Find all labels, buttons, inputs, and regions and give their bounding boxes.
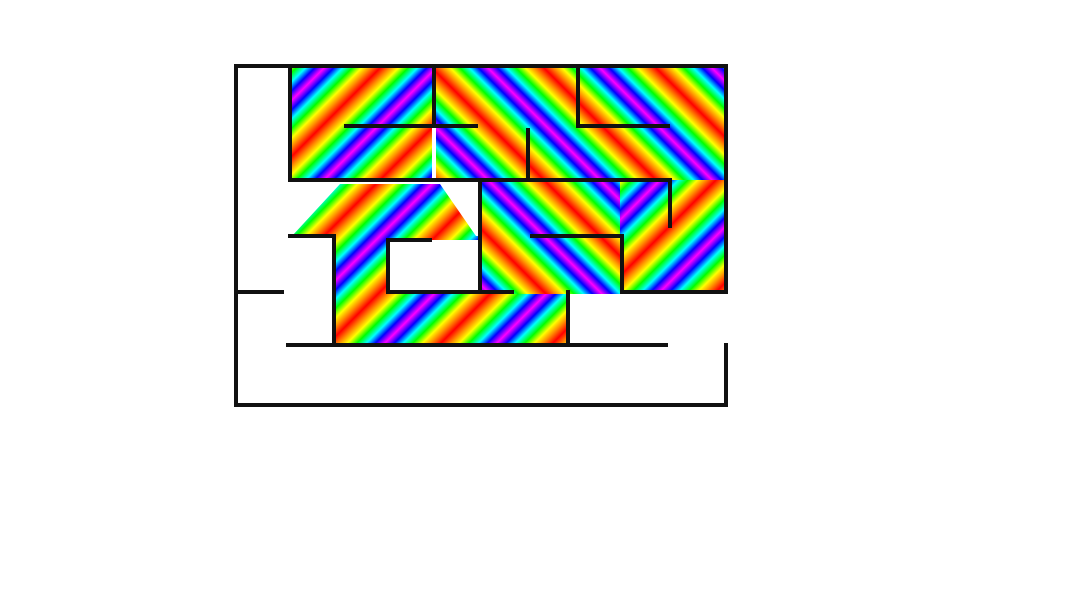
maze-walls xyxy=(234,64,728,407)
unvisited-pocket xyxy=(390,240,478,292)
visited-region xyxy=(620,180,726,292)
visited-path-fill xyxy=(292,68,726,344)
